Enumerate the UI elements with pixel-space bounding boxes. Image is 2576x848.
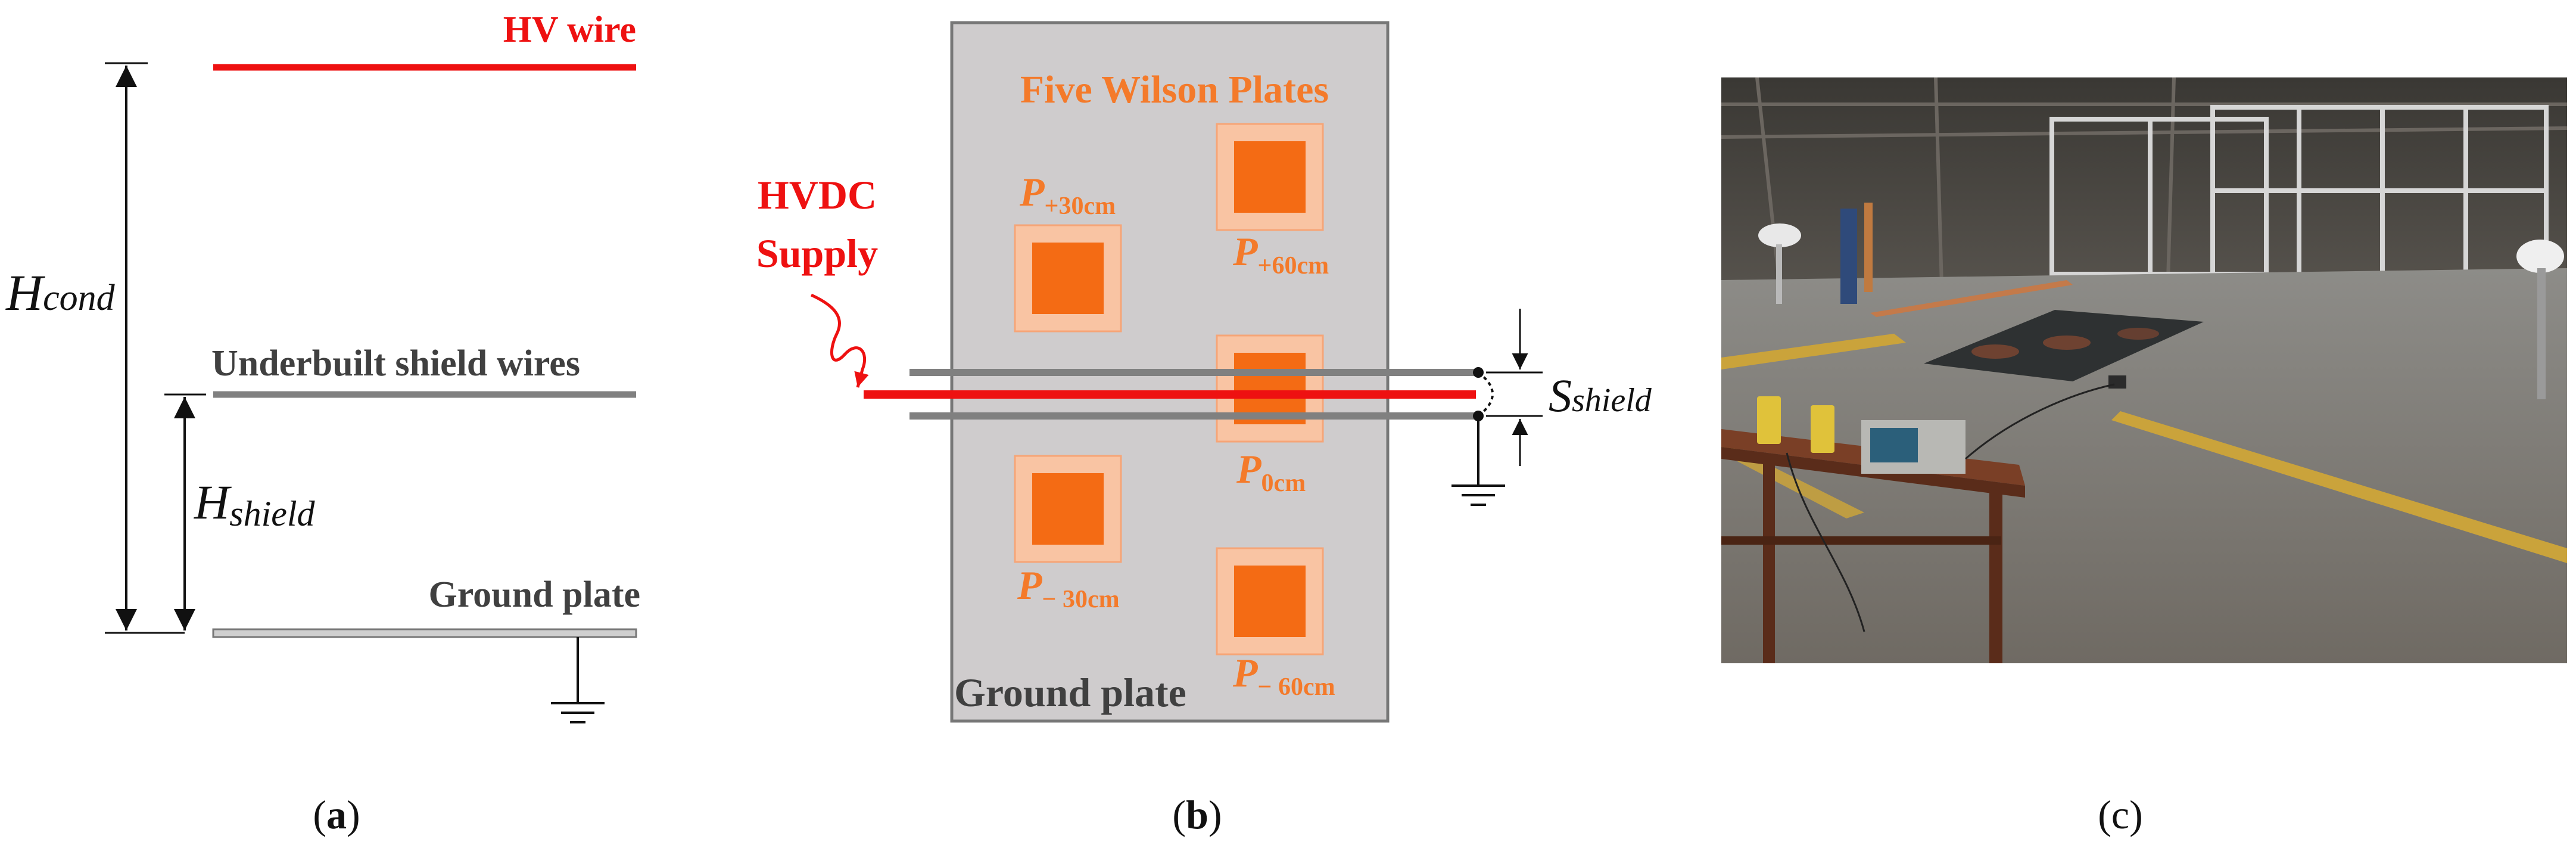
- wilson-plate-p60: [1216, 123, 1324, 231]
- supply-lightning-icon: [810, 293, 869, 388]
- caption-c: (c): [2098, 792, 2142, 837]
- wilson-plate-p0: [1216, 334, 1324, 443]
- wilson-plates-title: Five Wilson Plates: [1020, 68, 1329, 111]
- panel-c: (c): [1721, 77, 2567, 837]
- shield-wire-label: Underbuilt shield wires: [211, 343, 580, 384]
- caption-a: (a): [313, 792, 360, 837]
- panel-a: HV wire Underbuilt shield wires Ground p…: [5, 10, 640, 837]
- hvdc-label-line1: HVDC: [758, 172, 877, 218]
- wilson-plate-m60: [1216, 547, 1324, 656]
- plate-label-m60: P− 60cm: [1232, 650, 1335, 701]
- dimension-ticks: [105, 62, 206, 634]
- ground-plate-bar: [212, 628, 637, 638]
- plate-label-p30: P+30cm: [1019, 169, 1116, 220]
- hv-wire-label: HV wire: [503, 10, 636, 50]
- wilson-plate-p30: [1014, 224, 1122, 333]
- plate-label-m30: P− 30cm: [1017, 563, 1120, 613]
- h-cond-label: Hcond: [5, 264, 116, 321]
- ground-symbol-icon: [551, 637, 605, 723]
- plate-label-p0: P0cm: [1236, 446, 1306, 497]
- ground-plate-label: Ground plate: [429, 574, 640, 615]
- shield-bond-arc: [1477, 371, 1494, 417]
- shield-ground-icon: [1451, 416, 1505, 506]
- ground-plate-label-b: Ground plate: [954, 670, 1186, 715]
- wilson-plate-m30: [1014, 455, 1122, 563]
- lab-photo: [1721, 77, 2567, 663]
- s-shield-ticks: [1486, 371, 1543, 417]
- h-shield-label: Hshield: [194, 475, 316, 533]
- s-shield-label: Sshield: [1549, 369, 1652, 421]
- panel-b: Five Wilson Plates P+30cm P+60cm P0cm P−…: [756, 21, 1652, 837]
- hvdc-label-line2: Supply: [756, 231, 878, 276]
- caption-b: (b): [1172, 792, 1222, 837]
- plate-label-p60: P+60cm: [1232, 229, 1329, 279]
